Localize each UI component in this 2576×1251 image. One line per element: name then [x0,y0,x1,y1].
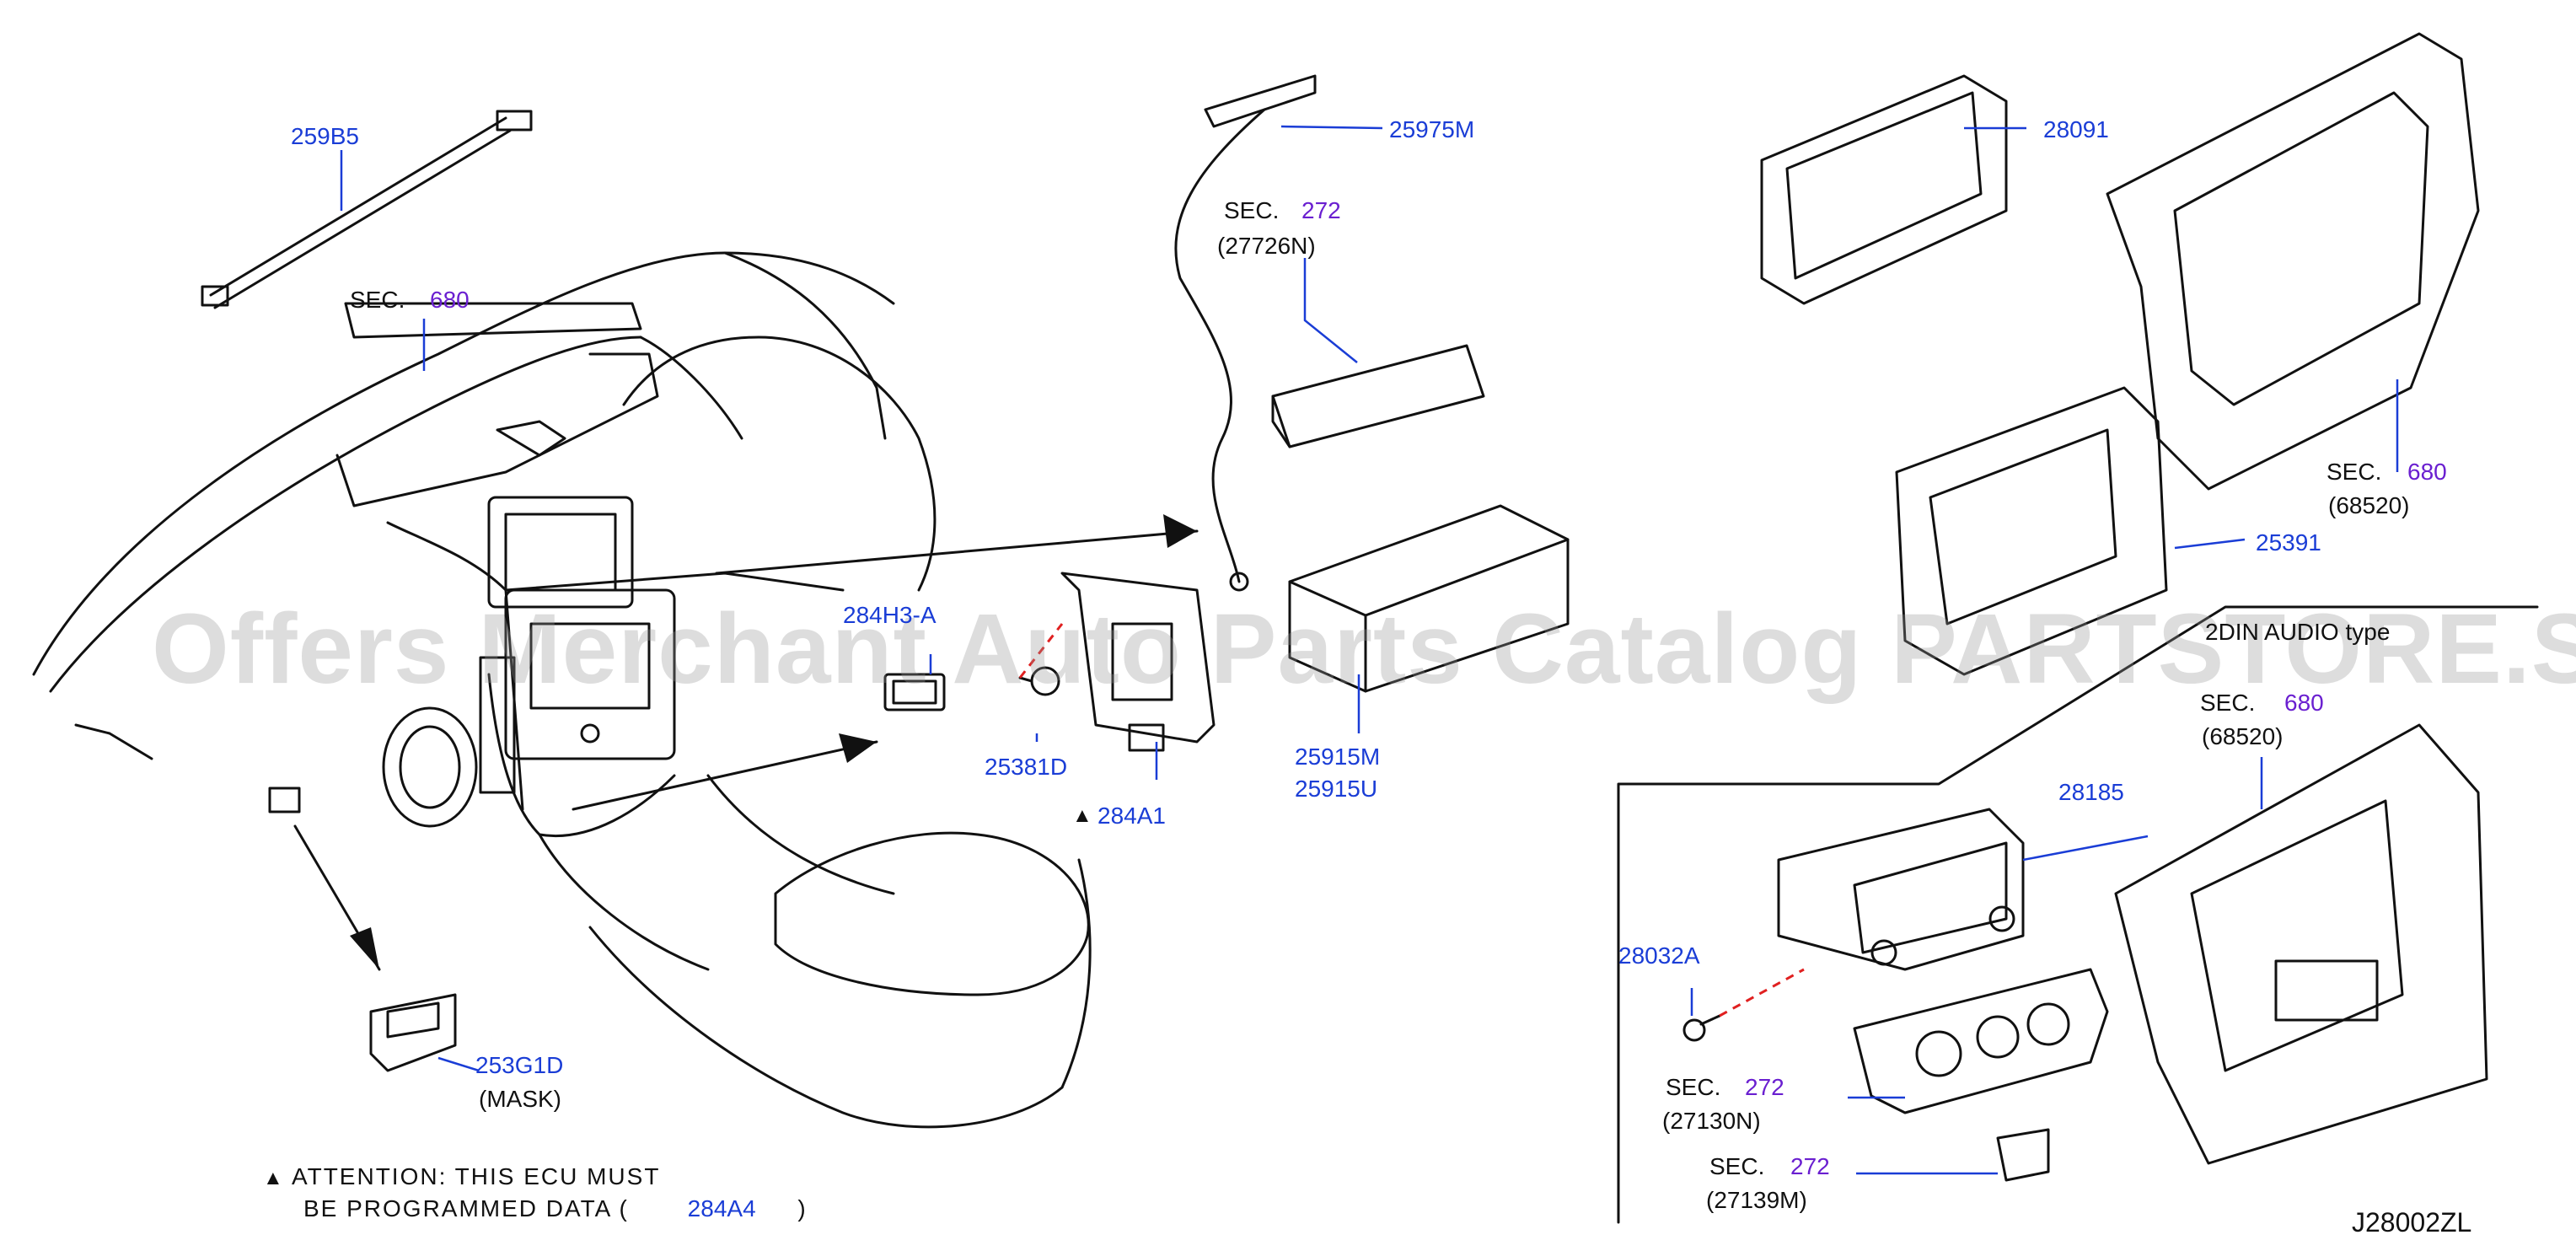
attention-text-1: ATTENTION: THIS ECU MUST [292,1163,661,1189]
sec-label: SEC. [350,287,405,313]
audio-type-boundary [1617,605,2539,1224]
unit-25391 [1895,386,2168,676]
attention-text-2: BE PROGRAMMED DATA ( [303,1195,629,1221]
attention-triangle-icon: ▲ [263,1167,285,1189]
sec-label: SEC. [1709,1153,1765,1179]
cable-259b5 [201,110,533,309]
sec-label: SEC. [1224,197,1280,223]
part-label-28032a[interactable]: 28032A [1618,942,1700,969]
part-label-25391[interactable]: 25391 [2256,529,2321,556]
part-label-25381d[interactable]: 25381D [985,754,1068,780]
switch-284h3a [883,673,946,711]
part-label-28091[interactable]: 28091 [2043,116,2109,142]
switch-27139m [1996,1128,2050,1182]
leader-lines [340,125,2399,1175]
sec-code-27130n: (27130N) [1662,1108,1761,1134]
audio-unit-28185 [1777,808,2025,971]
part-label-253g1d[interactable]: 253G1D [475,1052,564,1078]
part-label-25915m[interactable]: 25915M [1295,744,1381,770]
dashboard-outline [32,251,1092,1129]
part-label-284h3a[interactable]: 284H3-A [843,602,936,628]
ecu-284a1 [1060,572,1216,752]
sec-ref-272[interactable]: 272 [1790,1153,1830,1179]
bezel-68520-bottom [2114,723,2488,1165]
attention-triangle-icon: ▲ [1072,804,1092,827]
sec-ref-680[interactable]: 680 [2407,459,2447,485]
bolt-25381d [1018,666,1060,696]
part-label-28185[interactable]: 28185 [2058,779,2124,805]
sec-label: SEC. [2326,459,2382,485]
dashed-guides [1018,623,1805,1017]
head-unit-25915 [1288,504,1570,693]
sec-ref-680[interactable]: 680 [2284,690,2324,716]
screw-28032a [1682,1014,1721,1042]
watermark: Offers Merchant Auto Parts Catalog PARTS… [152,593,2576,705]
sec-label: SEC. [1666,1074,1721,1100]
part-label-284a4[interactable]: 284A4 [687,1195,756,1221]
part-label-284a1[interactable]: 284A1 [1097,803,1166,829]
sec-label: SEC. [2200,690,2256,716]
drawing-id: J28002ZL [2352,1207,2472,1238]
sec-ref-272[interactable]: 272 [1301,197,1341,223]
sec-code-27726n: (27726N) [1217,233,1316,259]
bezel-68520-top [2106,32,2480,491]
sec-code-68520: (68520) [2328,492,2410,518]
sec-code-68520: (68520) [2202,723,2284,749]
arrowheads [350,514,1197,969]
module-27726n [1271,344,1485,448]
attention-note-line1: ▲ ATTENTION: THIS ECU MUST [263,1163,660,1190]
audio-type-label: 2DIN AUDIO type [2205,619,2391,645]
climate-control-27130n [1853,968,2109,1114]
sec-ref-680[interactable]: 680 [430,287,470,313]
part-label-25975m[interactable]: 25975M [1389,116,1475,142]
display-28091 [1760,74,2008,305]
steering-column-ring [382,706,478,828]
unit-253g1d [268,787,457,1072]
mask-label: (MASK) [479,1086,561,1112]
antenna-25975m [1174,74,1317,592]
sec-code-27139m: (27139M) [1706,1187,1807,1213]
attention-note-line2: BE PROGRAMMED DATA ( 284A4 ) [303,1195,808,1222]
attention-close-paren: ) [797,1195,808,1221]
part-label-259b5[interactable]: 259B5 [291,123,359,149]
sec-ref-272[interactable]: 272 [1745,1074,1784,1100]
center-stack-unit [479,420,676,794]
part-label-25915u[interactable]: 25915U [1295,776,1378,802]
